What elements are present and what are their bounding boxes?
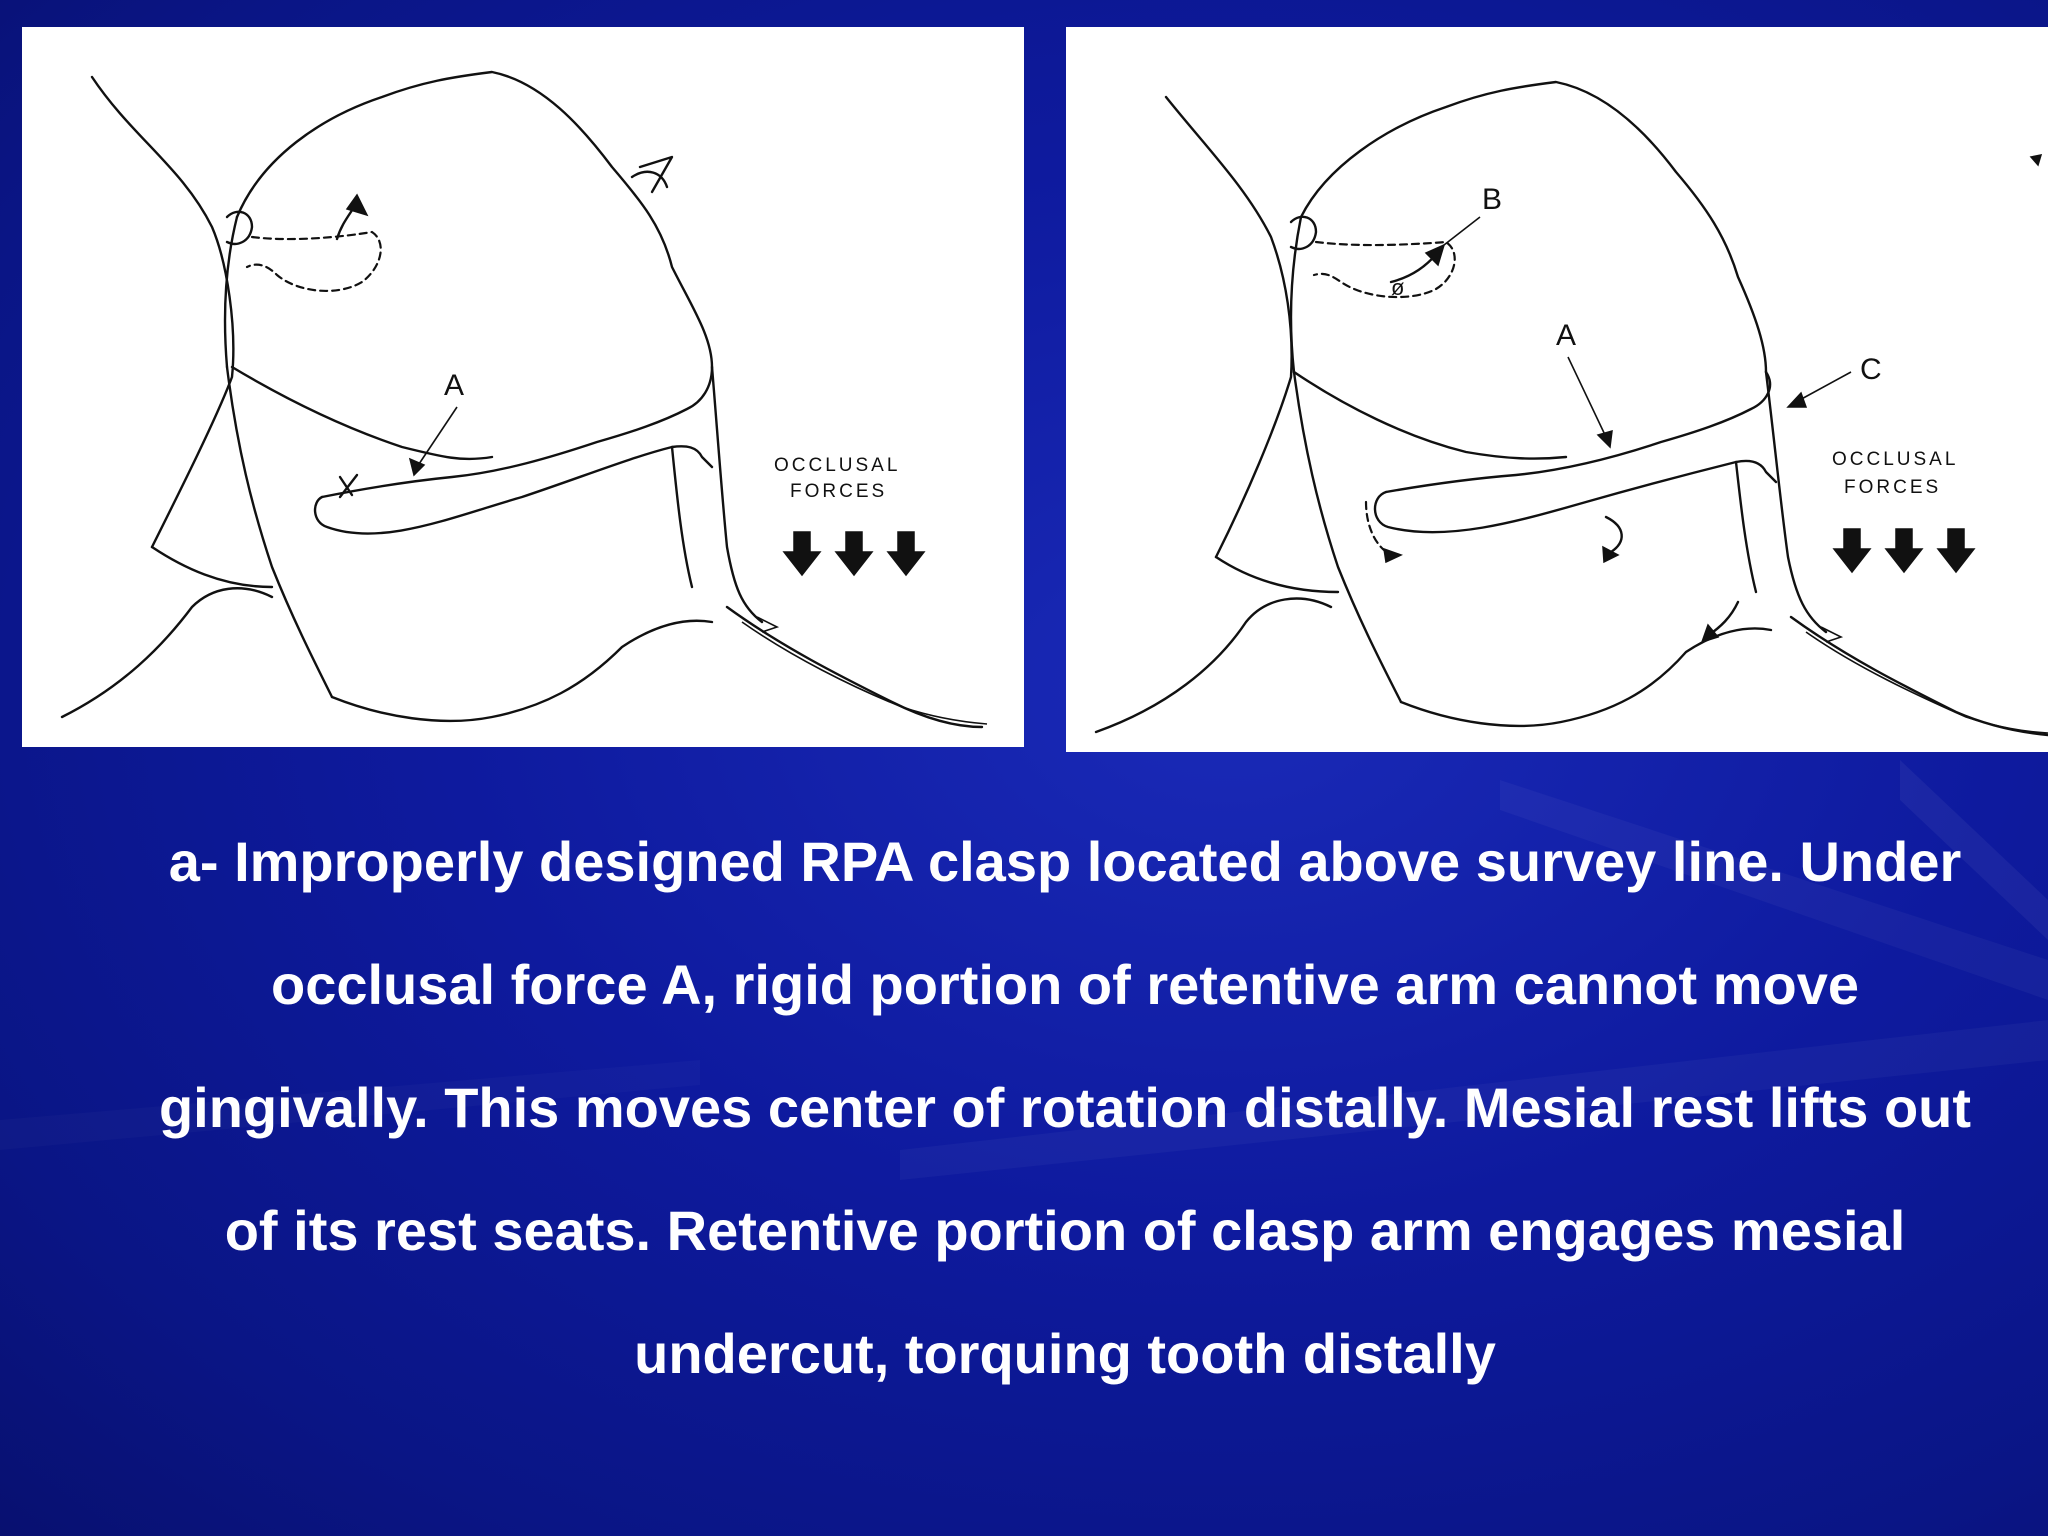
figure-right-drawing: ø B A C OCCLUS: [1094, 80, 2048, 737]
down-arrow-icon: [1884, 528, 1924, 574]
down-arrow-icon: [834, 531, 874, 577]
down-arrow-icon: [1832, 528, 1872, 574]
figure-right: ø B A C OCCLUS: [1066, 27, 2048, 752]
figure-right-force-line2: FORCES: [1844, 477, 1941, 498]
figure-right-label-a: A: [1556, 319, 1576, 352]
figure-left-drawing: A OCCLUSAL FORCES: [60, 70, 988, 729]
slide-caption: a- Improperly designed RPA clasp located…: [158, 830, 1972, 1385]
down-arrow-icon: [886, 531, 926, 577]
figure-right-label-b: B: [1482, 183, 1502, 216]
figure-left: A OCCLUSAL FORCES: [22, 27, 1024, 747]
figure-left-force-line1: OCCLUSAL: [774, 455, 900, 476]
figure-right-label-c: C: [1860, 353, 1882, 386]
occlusal-force-arrows-left: [782, 531, 926, 577]
figure-right-force-line1: OCCLUSAL: [1832, 449, 1958, 470]
figure-left-label-a: A: [444, 369, 464, 402]
down-arrow-icon: [782, 531, 822, 577]
figure-right-rest-mark: ø: [1391, 275, 1404, 300]
figure-left-force-line2: FORCES: [790, 481, 887, 502]
occlusal-force-arrows-right: [1832, 528, 1976, 574]
down-arrow-icon: [1936, 528, 1976, 574]
